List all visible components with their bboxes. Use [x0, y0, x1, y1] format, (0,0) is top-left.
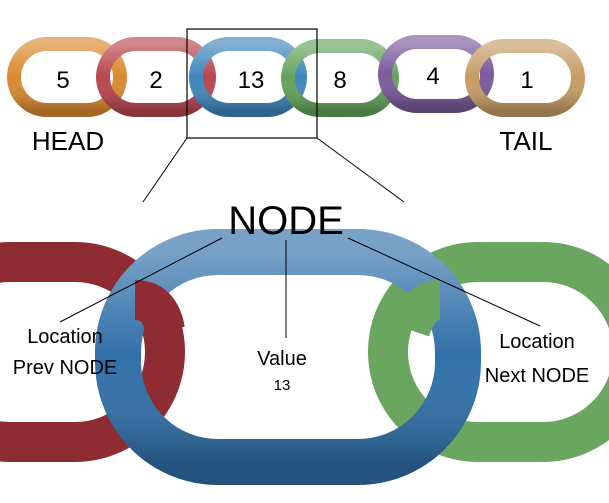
zoom-line-right — [316, 137, 405, 203]
link-value-3: 8 — [333, 67, 346, 94]
node-title: NODE — [228, 199, 344, 243]
next-link-overlap — [391, 280, 442, 338]
prev-node-link — [0, 242, 185, 462]
chain-link-1: 2 — [96, 37, 216, 117]
next-node-link — [368, 242, 609, 462]
enlarged-node — [0, 229, 609, 485]
link-value-0: 5 — [56, 67, 69, 94]
chain-link-0: 5 — [7, 37, 127, 117]
chain-link-4: 4 — [378, 35, 494, 113]
next-label-line1: Location — [499, 331, 575, 353]
prev-link-overlap — [133, 280, 185, 335]
prev-label-line1: Location — [27, 326, 103, 348]
head-label: HEAD — [32, 126, 104, 156]
prev-label-line2: Prev NODE — [13, 357, 117, 379]
link-value-2: 13 — [238, 67, 265, 94]
selected-node-box — [186, 28, 318, 139]
value-label: Value — [257, 348, 307, 370]
zoom-line-left — [142, 137, 188, 203]
pointer-next — [347, 237, 541, 327]
chain: 5 2 13 8 4 1 — [7, 35, 585, 117]
pointer-prev — [59, 237, 223, 323]
tail-label: TAIL — [500, 126, 553, 156]
link-value-4: 4 — [426, 63, 439, 90]
chain-link-2: 13 — [189, 37, 307, 117]
chain-link-5: 1 — [465, 39, 585, 117]
link-value-1: 2 — [149, 67, 162, 94]
link-value-5: 1 — [520, 67, 533, 94]
next-label-line2: Next NODE — [485, 365, 589, 387]
value-number: 13 — [274, 377, 291, 394]
